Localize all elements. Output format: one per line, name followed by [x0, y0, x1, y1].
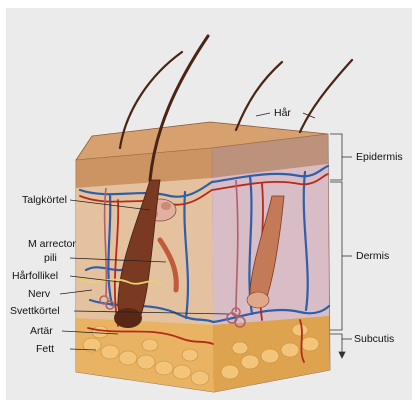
label-harfollikel: Hårfollikel	[12, 270, 58, 282]
label-arrector-line2: pili	[44, 252, 57, 264]
label-epidermis: Epidermis	[356, 151, 403, 163]
skin-block	[76, 122, 330, 392]
label-fett: Fett	[36, 343, 54, 355]
label-talgkortel: Talgkörtel	[22, 194, 67, 206]
label-har: Hår	[274, 107, 291, 119]
label-arrector-line1: M arrector	[28, 238, 76, 250]
label-svettkortel: Svettkörtel	[10, 305, 60, 317]
label-dermis: Dermis	[356, 250, 389, 262]
label-nerv: Nerv	[28, 288, 51, 300]
label-artar: Artär	[30, 325, 53, 337]
label-subcutis: Subcutis	[354, 333, 394, 345]
